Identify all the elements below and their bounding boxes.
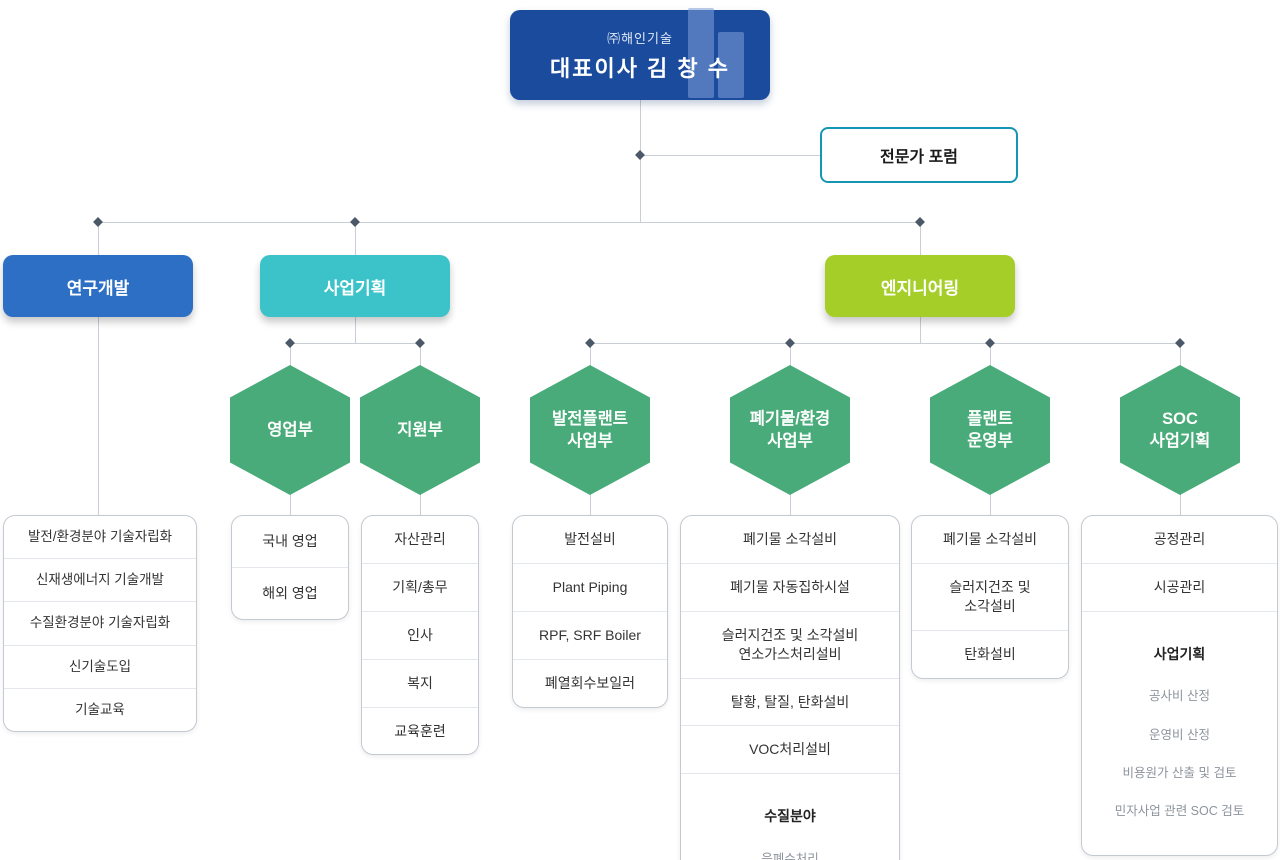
ceo-title: 대표이사 김 창 수 <box>549 55 731 81</box>
list-item: 슬러지건조 및 소각설비 <box>912 562 1068 630</box>
connector-line <box>920 317 921 343</box>
list-waste-env: 폐기물 소각설비 폐기물 자동집하시설 슬러지건조 및 소각설비 연소가스처리설… <box>680 515 900 860</box>
division-rnd: 연구개발 <box>3 255 193 317</box>
connector-line <box>640 155 820 156</box>
connector-line <box>420 343 421 366</box>
connector-line <box>1180 494 1181 515</box>
dept-support-label: 지원부 <box>397 420 443 439</box>
junction-diamond <box>785 338 795 348</box>
list-item: Plant Piping <box>513 562 667 611</box>
dept-power-label: 발전플랜트 사업부 <box>552 409 628 450</box>
dept-hex-plant-ops: 플랜트 운영부 <box>930 365 1050 495</box>
connector-line <box>990 343 991 366</box>
list-item: 슬러지건조 및 소각설비 연소가스처리설비 <box>681 610 899 678</box>
junction-diamond <box>350 217 360 227</box>
junction-diamond <box>985 338 995 348</box>
group-title: 사업기획 <box>1153 645 1206 662</box>
junction-diamond <box>915 217 925 227</box>
list-item: 폐기물 소각설비 <box>742 531 838 547</box>
division-engineering: 엔지니어링 <box>825 255 1015 317</box>
company-name: ㈜해인기술 <box>607 30 673 46</box>
list-item: 복지 <box>362 658 478 707</box>
list-power-plant: 발전설비 Plant Piping RPF, SRF Boiler 폐열회수보일… <box>512 515 668 708</box>
connector-line <box>355 222 356 255</box>
list-item: 신기술도입 <box>4 644 196 688</box>
list-plant-ops: 폐기물 소각설비 슬러지건조 및 소각설비 탄화설비 <box>911 515 1069 679</box>
list-item: 수질환경분야 기술자립화 <box>4 601 196 644</box>
connector-line <box>355 317 356 343</box>
connector-line <box>590 343 591 366</box>
list-item: 탈황, 탈질, 탄화설비 <box>681 677 899 726</box>
list-item: 교육훈련 <box>362 706 478 755</box>
list-item: 자산관리 <box>394 531 446 547</box>
group-sub-item: 민자사업 관련 SOC 검토 <box>1114 804 1245 819</box>
list-item: 국내 영업 <box>262 533 318 549</box>
division-engineering-label: 엔지니어링 <box>880 278 960 298</box>
list-item: 폐기물 소각설비 <box>942 531 1038 547</box>
ceo-node: ㈜해인기술 대표이사 김 창 수 <box>510 8 770 100</box>
list-group: 사업기획 공사비 산정 운영비 산정 비용원가 산출 및 검토 민자사업 관련 … <box>1082 610 1277 855</box>
list-item: 공정관리 <box>1153 531 1206 547</box>
connector-line <box>590 494 591 515</box>
list-item: 기획/총무 <box>362 562 478 611</box>
list-group: 수질분야 음폐수처리 하수처리수 재이용설비 <box>681 773 899 860</box>
list-support: 자산관리 기획/총무 인사 복지 교육훈련 <box>361 515 479 756</box>
list-item: 기술교육 <box>4 687 196 731</box>
group-title: 수질분야 <box>764 808 816 825</box>
dept-soc-label: SOC 사업기획 <box>1149 409 1211 450</box>
group-sub-item: 음폐수처리 <box>761 852 819 860</box>
connector-line <box>98 222 920 223</box>
list-item: 폐기물 자동집하시설 <box>681 562 899 611</box>
list-item: 시공관리 <box>1082 562 1277 611</box>
list-item: VOC처리설비 <box>681 725 899 773</box>
junction-diamond <box>285 338 295 348</box>
dept-hex-support: 지원부 <box>360 365 480 495</box>
dept-waste-label: 폐기물/환경 사업부 <box>749 409 831 450</box>
junction-diamond <box>93 217 103 227</box>
division-planning: 사업기획 <box>260 255 450 317</box>
list-item: 탄화설비 <box>912 629 1068 678</box>
connector-line <box>98 317 99 515</box>
junction-diamond <box>1175 338 1185 348</box>
dept-hex-sales: 영업부 <box>230 365 350 495</box>
connector-line <box>590 343 1180 344</box>
junction-diamond <box>635 150 645 160</box>
list-item: 발전/환경분야 기술자립화 <box>27 529 173 544</box>
dept-hex-waste-env: 폐기물/환경 사업부 <box>730 365 850 495</box>
expert-forum-label: 전문가 포럼 <box>879 149 959 166</box>
expert-forum-node: 전문가 포럼 <box>820 127 1018 183</box>
division-rnd-label: 연구개발 <box>66 278 130 298</box>
connector-line <box>420 494 421 515</box>
list-rnd: 발전/환경분야 기술자립화 신재생에너지 기술개발 수질환경분야 기술자립화 신… <box>3 515 197 733</box>
list-item: 인사 <box>362 610 478 659</box>
list-item: 폐열회수보일러 <box>513 658 667 707</box>
dept-sales-label: 영업부 <box>267 420 313 439</box>
junction-diamond <box>585 338 595 348</box>
dept-ops-label: 플랜트 운영부 <box>967 409 1013 450</box>
list-soc: 공정관리 시공관리 사업기획 공사비 산정 운영비 산정 비용원가 산출 및 검… <box>1081 515 1278 856</box>
connector-line <box>290 343 291 366</box>
division-planning-label: 사업기획 <box>323 278 387 298</box>
connector-line <box>640 100 641 222</box>
connector-line <box>290 494 291 515</box>
connector-line <box>1180 343 1181 366</box>
junction-diamond <box>415 338 425 348</box>
group-sub-item: 비용원가 산출 및 검토 <box>1122 765 1237 780</box>
group-sub-item: 운영비 산정 <box>1149 727 1210 742</box>
group-sub-item: 공사비 산정 <box>1149 689 1210 704</box>
list-item: 해외 영업 <box>232 566 348 619</box>
connector-line <box>290 343 420 344</box>
dept-hex-power-plant: 발전플랜트 사업부 <box>530 365 650 495</box>
list-sales: 국내 영업 해외 영업 <box>231 515 349 620</box>
connector-line <box>98 222 99 255</box>
connector-line <box>790 343 791 366</box>
connector-line <box>990 494 991 515</box>
connector-line <box>790 494 791 515</box>
dept-hex-soc: SOC 사업기획 <box>1120 365 1240 495</box>
connector-line <box>920 222 921 255</box>
list-item: RPF, SRF Boiler <box>513 610 667 659</box>
list-item: 신재생에너지 기술개발 <box>4 558 196 601</box>
list-item: 발전설비 <box>564 531 616 547</box>
